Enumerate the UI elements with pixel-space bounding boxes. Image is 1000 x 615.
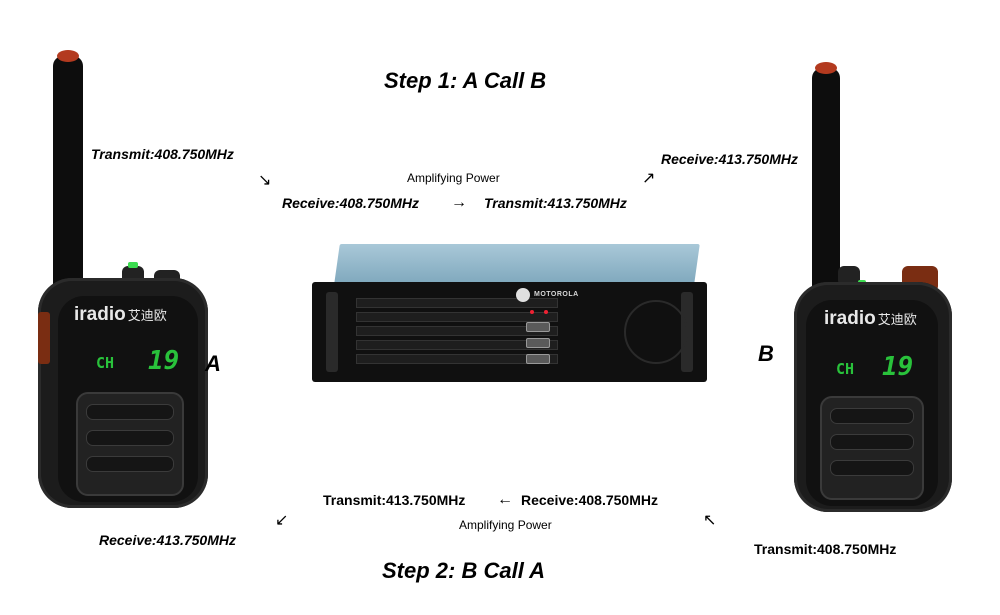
repeater-brand: MOTOROLA: [534, 291, 579, 298]
vent-slot: [356, 326, 558, 336]
amplifying-power-label-top: Amplifying Power: [407, 171, 500, 185]
antenna-tip: [57, 50, 79, 62]
grille-slot: [86, 456, 174, 472]
repeater-button: [526, 354, 550, 364]
amplifying-power-label-bottom: Amplifying Power: [459, 518, 552, 532]
arrow-left-icon: ←: [497, 491, 513, 508]
speaker-grille: [76, 392, 184, 496]
radio-a-letter: A: [205, 351, 221, 376]
display-channel-label: CH: [836, 360, 855, 378]
b-transmit-label: Transmit:408.750MHz: [754, 541, 897, 557]
motorola-logo-icon: [516, 288, 530, 302]
grille-slot: [830, 434, 914, 450]
grille-slot: [830, 460, 914, 476]
arrow-up-left-icon: ↖: [703, 512, 717, 529]
arrow-down-left-icon: ↙: [275, 512, 289, 529]
arrow-right-icon: →: [451, 194, 467, 211]
grille-slot: [830, 408, 914, 424]
vent-slot: [356, 312, 558, 322]
knob: [838, 266, 860, 286]
antenna-tip: [815, 62, 837, 74]
b-receive-label: Receive:413.750MHz: [661, 151, 798, 167]
repeater-receive-label-top: Receive:408.750MHz: [282, 195, 419, 211]
grille-slot: [86, 430, 174, 446]
brand-name: iradio: [824, 308, 876, 329]
display-channel-number: 19: [148, 346, 180, 376]
vent-slot: [356, 354, 558, 364]
indicator-led: [544, 310, 548, 314]
a-receive-label: Receive:413.750MHz: [99, 532, 236, 548]
grille-slot: [86, 404, 174, 420]
indicator-led: [530, 310, 534, 314]
repeater-receive-label-bottom: Receive:408.750MHz: [521, 492, 658, 508]
rack-handle: [326, 292, 338, 372]
step2-title: Step 2: B Call A: [382, 558, 545, 583]
side-keys: [38, 312, 50, 364]
a-transmit-label: Transmit:408.750MHz: [91, 146, 234, 162]
repeater: MOTOROLA: [312, 282, 707, 382]
radio-b-letter: B: [758, 341, 774, 366]
repeater-top-panel: [334, 244, 700, 284]
repeater-button: [526, 322, 550, 332]
repeater-transmit-label-bottom: Transmit:413.750MHz: [323, 492, 466, 508]
arrow-up-right-icon: ↗: [642, 170, 656, 187]
brand-name-cn: 艾迪欧: [127, 308, 167, 323]
repeater-button: [526, 338, 550, 348]
vent-slot: [356, 298, 558, 308]
step1-title: Step 1: A Call B: [384, 68, 547, 93]
motorola-emblem-icon: [624, 300, 688, 364]
display-channel-label: CH: [96, 354, 115, 372]
display-channel-number: 19: [882, 352, 914, 382]
repeater-transmit-label-top: Transmit:413.750MHz: [484, 195, 627, 211]
status-led: [128, 262, 138, 268]
arrow-down-right-icon: ↘: [258, 172, 272, 189]
speaker-grille: [820, 396, 924, 500]
brand-name-cn: 艾迪欧: [877, 312, 917, 327]
vent-slot: [356, 340, 558, 350]
brand-name: iradio: [74, 304, 126, 325]
